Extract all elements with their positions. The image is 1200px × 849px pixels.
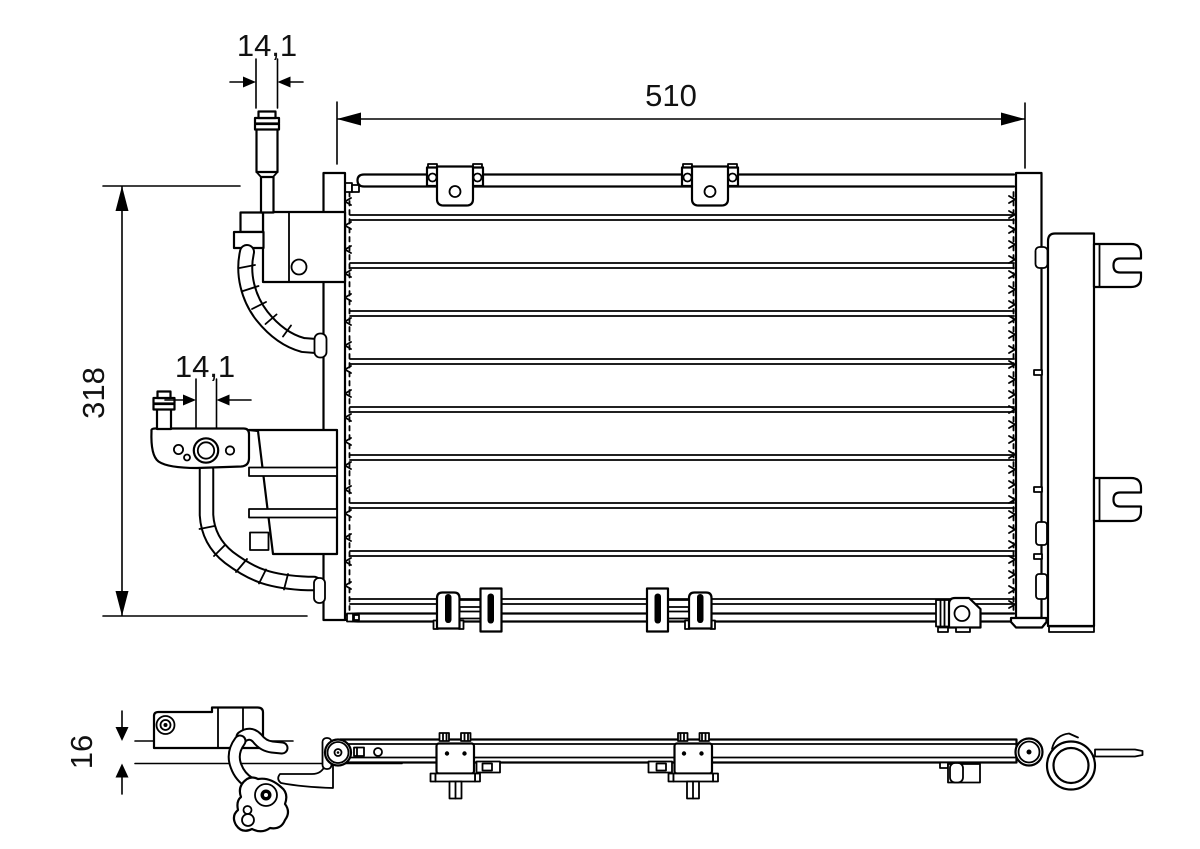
- dim-lower-port-width: 14,1: [164, 349, 252, 429]
- top-mount-bracket-2: [680, 162, 740, 207]
- dim-lower-port-width-label: 14,1: [175, 349, 235, 384]
- inlet-hose: [237, 244, 328, 359]
- service-port-fitting: [152, 390, 176, 431]
- dim-core-height-label: 318: [76, 367, 111, 419]
- inlet-fitting-assembly: [232, 110, 347, 359]
- dimension-annotations: 14,1 510 318 14,1 16: [64, 28, 1026, 795]
- dim-profile-thickness-label: 16: [64, 735, 99, 769]
- profile-view: [134, 706, 1144, 833]
- dim-profile-thickness: 16: [64, 710, 129, 795]
- dim-core-width-label: 510: [645, 78, 697, 113]
- core-tube-lines: [349, 214, 1015, 605]
- profile-bracket-2: [647, 731, 720, 800]
- profile-hose-fitting: [227, 727, 353, 833]
- profile-left-plate: [152, 706, 265, 750]
- fin-marks-right: [1008, 195, 1016, 609]
- drier-fork-bracket-lower: [1092, 476, 1143, 523]
- top-mount-bracket-1: [425, 163, 485, 207]
- bottom-mount-bracket-2: [645, 587, 717, 633]
- drier-fork-bracket-upper: [1092, 242, 1143, 289]
- profile-right-end: [939, 732, 1144, 791]
- dim-core-height: 318: [76, 185, 308, 617]
- dim-top-port-width-label: 14,1: [237, 28, 297, 63]
- inlet-port-pipe: [253, 110, 281, 214]
- front-view: [150, 110, 1143, 633]
- receiver-drier: [1033, 232, 1096, 633]
- outlet-pipe: [198, 462, 326, 604]
- bottom-right-bracket: [935, 596, 982, 633]
- outlet-fitting-assembly: [150, 390, 339, 604]
- clip-tail: [1094, 748, 1144, 758]
- dim-core-width: 510: [336, 78, 1026, 169]
- bottom-mount-bracket-1: [432, 587, 503, 633]
- profile-bracket-1: [429, 732, 501, 800]
- dim-top-port-width: 14,1: [229, 28, 304, 109]
- inlet-block-hole: [290, 258, 308, 276]
- outlet-bracket-block: [247, 428, 339, 556]
